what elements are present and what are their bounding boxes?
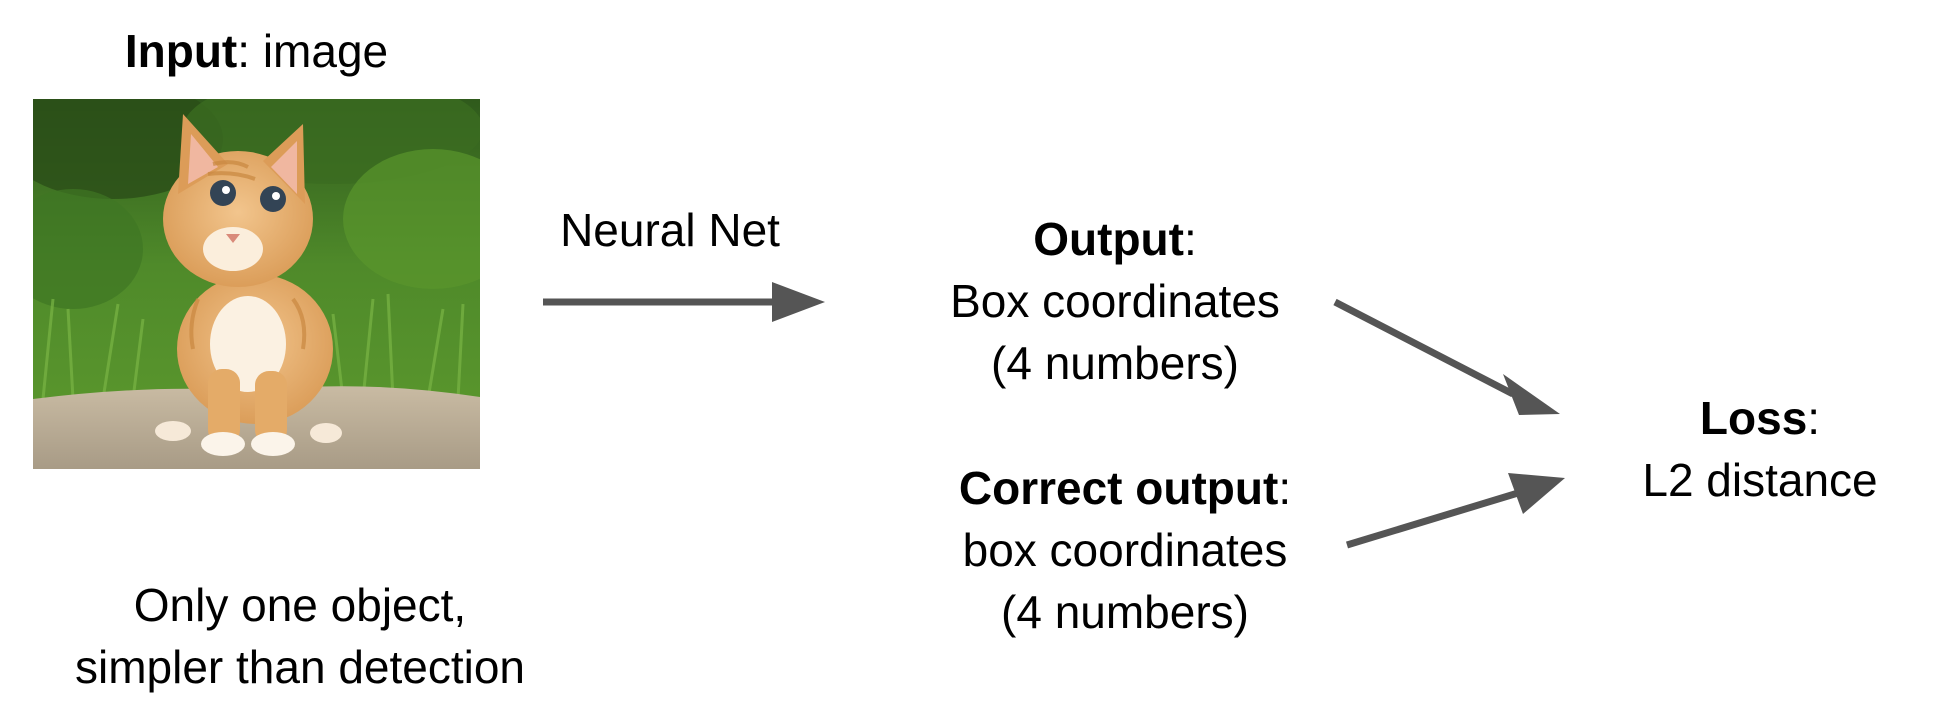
note-line-1: Only one object, [133, 579, 467, 631]
output-title-colon: : [1183, 213, 1197, 265]
correct-output-line-2: (4 numbers) [1001, 586, 1249, 638]
arrow-correct-output-to-loss [1345, 473, 1565, 549]
input-title: Input: image [33, 20, 480, 82]
loss-title-bold: Loss [1699, 392, 1808, 444]
neural-net-label: Neural Net [560, 204, 780, 256]
loss-title: Loss: [1590, 387, 1930, 449]
correct-output-block: Correct output: box coordinates (4 numbe… [900, 457, 1350, 643]
arrow-input-to-output [543, 282, 825, 322]
input-title-rest: : image [237, 25, 389, 77]
loss-block: Loss: L2 distance [1590, 387, 1930, 511]
correct-output-title: Correct output: [900, 457, 1350, 519]
kitten-image [33, 99, 480, 469]
loss-title-colon: : [1807, 392, 1821, 444]
output-line-2: (4 numbers) [991, 337, 1239, 389]
loss-line-1: L2 distance [1642, 454, 1878, 506]
output-block: Output: Box coordinates (4 numbers) [910, 208, 1320, 394]
note-line-2: simpler than detection [74, 641, 526, 693]
note-text: Only one object, simpler than detection [20, 574, 580, 698]
output-title: Output: [910, 208, 1320, 270]
arrow-output-to-loss [1333, 298, 1560, 415]
output-title-bold: Output [1033, 213, 1184, 265]
correct-output-line-1: box coordinates [962, 524, 1288, 576]
input-title-bold: Input [124, 25, 238, 77]
correct-output-title-bold: Correct output [958, 462, 1279, 514]
correct-output-title-colon: : [1278, 462, 1292, 514]
output-line-1: Box coordinates [950, 275, 1280, 327]
